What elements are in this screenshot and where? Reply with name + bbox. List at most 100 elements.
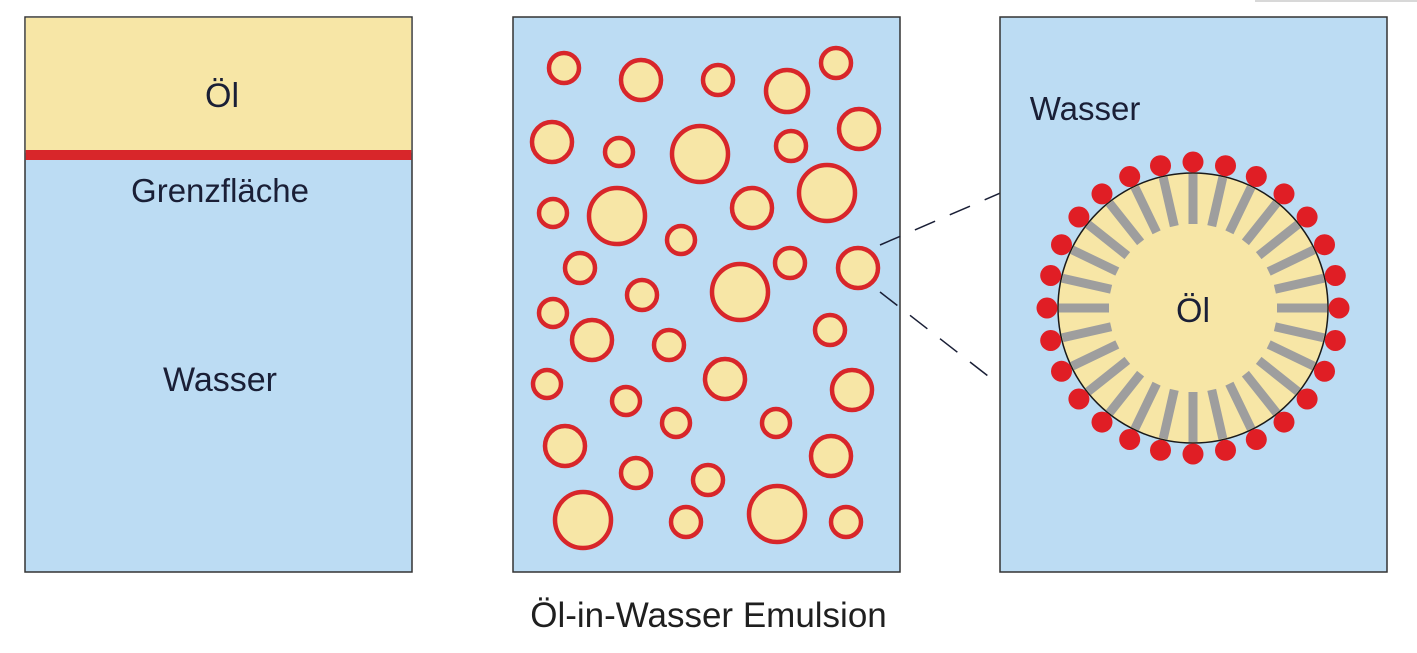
surfactant-tail: [1105, 370, 1145, 416]
surfactant-head: [1215, 155, 1236, 177]
oil-droplet: [624, 277, 660, 313]
surfactant-head: [1051, 360, 1072, 382]
oil-droplet: [530, 367, 564, 401]
oil-droplet: [552, 489, 614, 551]
surfactant-head: [1328, 297, 1350, 319]
oil-droplet-large: [1057, 172, 1329, 444]
surfactant-tail: [1241, 200, 1281, 246]
surfactant-head: [1040, 265, 1062, 286]
surfactant-head: [1040, 330, 1062, 351]
oil-droplet: [659, 406, 693, 440]
surfactant-tail: [1273, 322, 1325, 343]
surfactant-tail: [1255, 356, 1301, 396]
oil-droplet: [829, 367, 875, 413]
surfactant-head: [1091, 183, 1113, 205]
surfactant-tail: [1105, 200, 1145, 246]
oil-droplet: [586, 185, 648, 247]
surfactant-tail: [1255, 220, 1301, 260]
panel-zoom: Wasser Öl: [999, 16, 1388, 573]
surfactant-tail: [1070, 245, 1120, 276]
surfactant-head: [1068, 206, 1090, 228]
oil-layer: [25, 17, 412, 153]
surfactant-tail: [1266, 340, 1316, 371]
oil-droplet: [618, 455, 654, 491]
surfactant-head: [1245, 166, 1267, 187]
surfactant-ring: [1036, 151, 1350, 465]
oil-droplet: [664, 223, 698, 257]
surfactant-head: [1182, 443, 1204, 465]
surfactant-head: [1119, 166, 1141, 187]
surfactant-tail: [1241, 370, 1281, 416]
oil-droplet: [808, 433, 854, 479]
oil-droplet: [668, 504, 704, 540]
surfactant-tail: [1158, 388, 1179, 440]
surfactant-tail: [1070, 340, 1120, 371]
oil-droplet: [618, 57, 664, 103]
surfactant-tail: [1266, 245, 1316, 276]
oil-droplet: [651, 327, 687, 363]
oil-droplet: [529, 119, 575, 165]
oil-droplet: [828, 504, 864, 540]
zoom-water-label: Wasser: [1030, 90, 1141, 127]
oil-droplet: [835, 245, 881, 291]
surfactant-head: [1324, 265, 1346, 286]
oil-droplet: [546, 50, 582, 86]
droplet-group: [529, 45, 882, 551]
surfactant-tail: [1225, 381, 1256, 431]
panel-separated: Öl Grenzfläche Wasser: [24, 16, 413, 573]
oil-droplet: [536, 296, 570, 330]
surfactant-head: [1091, 411, 1113, 433]
oil-droplet: [562, 250, 598, 286]
surfactant-tail: [1207, 176, 1228, 228]
oil-droplet: [669, 123, 731, 185]
surfactant-head: [1119, 429, 1141, 450]
oil-droplet: [569, 317, 615, 363]
surfactant-head: [1296, 388, 1318, 410]
oil-droplet: [759, 406, 793, 440]
oil-droplet: [796, 162, 858, 224]
oil-droplet: [763, 67, 811, 115]
surfactant-head: [1215, 439, 1236, 461]
surfactant-head: [1314, 360, 1335, 382]
surfactant-tail: [1225, 185, 1256, 235]
surfactant-tail: [1085, 356, 1131, 396]
surfactant-head: [1245, 429, 1267, 450]
zoom-oil-label: Öl: [1176, 292, 1210, 330]
surfactant-tail: [1085, 220, 1131, 260]
oil-droplet: [609, 384, 643, 418]
oil-droplet: [818, 45, 854, 81]
oil-droplet: [602, 135, 636, 169]
surfactant-tail: [1061, 273, 1113, 294]
oil-droplet: [709, 261, 771, 323]
oil-droplet: [772, 245, 808, 281]
interface-line: [25, 150, 412, 160]
surfactant-head: [1036, 297, 1058, 319]
oil-droplet: [729, 185, 775, 231]
oil-droplet: [542, 423, 588, 469]
water-label: Wasser: [163, 361, 277, 399]
surfactant-tail: [1130, 185, 1161, 235]
oil-droplet: [702, 356, 748, 402]
surfactant-head: [1273, 411, 1295, 433]
oil-droplet: [812, 312, 848, 348]
surfactant-tail: [1130, 381, 1161, 431]
oil-droplet: [700, 62, 736, 98]
surfactant-head: [1150, 155, 1171, 177]
panel-emulsion: [512, 16, 901, 573]
surfactant-head: [1314, 234, 1335, 256]
oil-droplet: [690, 462, 726, 498]
oil-droplet: [773, 128, 809, 164]
oil-droplet: [836, 106, 882, 152]
oil-droplet: [746, 483, 808, 545]
surfactant-tail: [1061, 322, 1113, 343]
surfactant-tail: [1207, 388, 1228, 440]
surfactant-head: [1182, 151, 1204, 173]
caption: Öl-in-Wasser Emulsion: [530, 596, 887, 635]
oil-label: Öl: [205, 77, 239, 115]
oil-droplet: [536, 196, 570, 230]
surfactant-head: [1068, 388, 1090, 410]
surfactant-head: [1273, 183, 1295, 205]
surfactant-head: [1150, 439, 1171, 461]
surfactant-tail: [1158, 176, 1179, 228]
